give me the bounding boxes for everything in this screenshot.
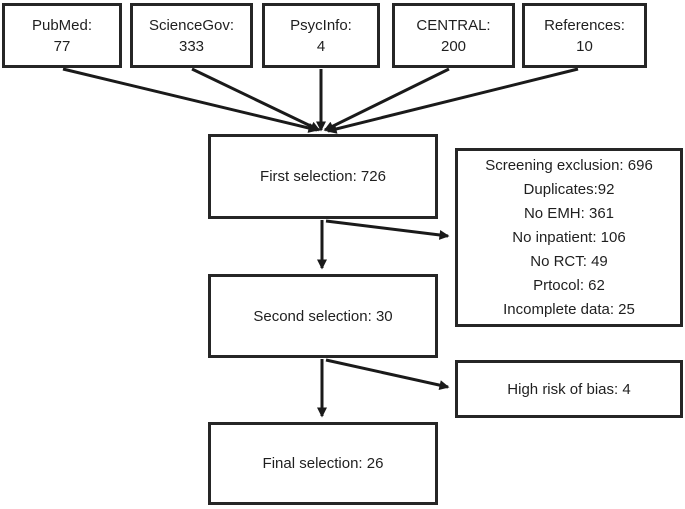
exclusion-line: No inpatient: 106 xyxy=(512,228,626,246)
high-risk-label: High risk of bias: 4 xyxy=(507,380,631,398)
exclusion-line: Incomplete data: 25 xyxy=(503,300,635,318)
source-value: 77 xyxy=(53,37,71,55)
source-label: References: xyxy=(544,16,625,34)
final-selection-box: Final selection: 26 xyxy=(208,422,438,505)
final-selection-label: Final selection: 26 xyxy=(262,455,384,472)
exclusion-line: Prtocol: 62 xyxy=(533,276,605,294)
first-selection-box: First selection: 726 xyxy=(208,134,438,219)
arrow-second-selection-to-high-risk xyxy=(325,358,450,391)
exclusion-line: Screening exclusion: 696 xyxy=(485,156,653,174)
source-value: 10 xyxy=(576,37,593,55)
source-box-references: References: 10 xyxy=(522,3,647,68)
source-value: 4 xyxy=(316,37,326,55)
second-selection-box: Second selection: 30 xyxy=(208,274,438,358)
source-box-sciencegov: ScienceGov: 333 xyxy=(130,3,253,68)
source-label: PsycInfo: xyxy=(290,16,352,34)
source-box-pubmed: PubMed: 77 xyxy=(2,3,122,68)
source-label: ScienceGov: xyxy=(148,16,235,34)
exclusion-line: Duplicates:92 xyxy=(523,180,615,198)
exclusion-line: No EMH: 361 xyxy=(523,204,615,222)
second-selection-label: Second selection: 30 xyxy=(253,307,393,325)
arrow-first-selection-to-exclusion xyxy=(325,219,450,240)
arrow-pubmed-to-first-selection xyxy=(62,67,319,133)
high-risk-of-bias-box: High risk of bias: 4 xyxy=(455,360,683,418)
source-label: CENTRAL: xyxy=(416,16,491,34)
source-label: PubMed: xyxy=(31,16,93,34)
arrow-references-to-first-selection xyxy=(326,67,579,134)
source-box-central: CENTRAL: 200 xyxy=(392,3,515,68)
screening-exclusion-box: Screening exclusion: 696 Duplicates:92 N… xyxy=(455,148,683,327)
arrow-sciencegov-to-first-selection xyxy=(191,67,321,132)
first-selection-label: First selection: 726 xyxy=(260,168,386,185)
source-value: 333 xyxy=(178,37,205,55)
exclusion-line: No RCT: 49 xyxy=(530,252,608,270)
source-box-psycinfo: PsycInfo: 4 xyxy=(262,3,380,68)
arrow-central-to-first-selection xyxy=(323,67,450,132)
source-value: 200 xyxy=(440,37,467,55)
